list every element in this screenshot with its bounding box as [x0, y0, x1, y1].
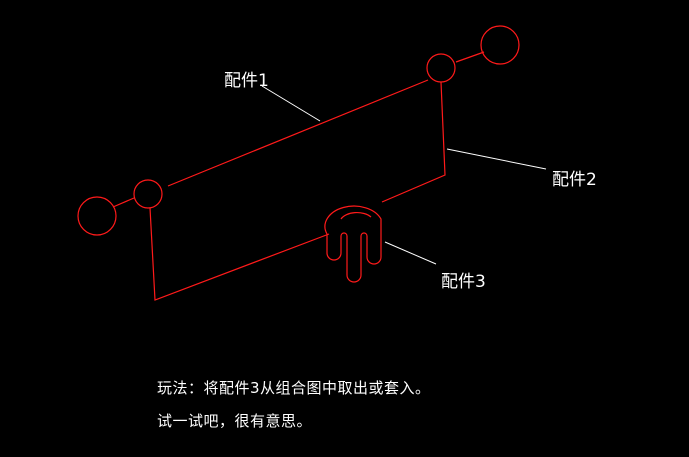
part-1-right-pin — [426, 53, 456, 83]
part-3-inner-arc — [340, 211, 372, 220]
part-2-frame-left — [149, 207, 330, 301]
instruction-line-2: 试一试吧，很有意思。 — [157, 412, 312, 430]
part-1-left-link — [112, 197, 135, 208]
part-1-left-pin — [133, 179, 163, 209]
part-1-bar — [167, 79, 429, 187]
part-1-leader — [261, 85, 321, 122]
part-1-label: 配件1 — [224, 71, 269, 91]
part-2-frame-right — [381, 81, 446, 203]
part-2-label: 配件2 — [552, 170, 597, 190]
part-3-outline — [324, 205, 382, 283]
part-1-left-ring — [77, 196, 117, 236]
part-1-assembly[interactable] — [77, 25, 520, 236]
part-1-right-link — [455, 51, 485, 63]
instruction-line-1: 玩法：将配件3从组合图中取出或套入。 — [157, 379, 431, 397]
part-3-label: 配件3 — [441, 272, 486, 292]
part-2-frame[interactable] — [149, 81, 446, 301]
part-3-hook[interactable] — [324, 205, 382, 283]
part-2-leader — [446, 148, 547, 170]
part-3-leader — [384, 241, 437, 265]
part-1-right-ring — [480, 25, 520, 65]
